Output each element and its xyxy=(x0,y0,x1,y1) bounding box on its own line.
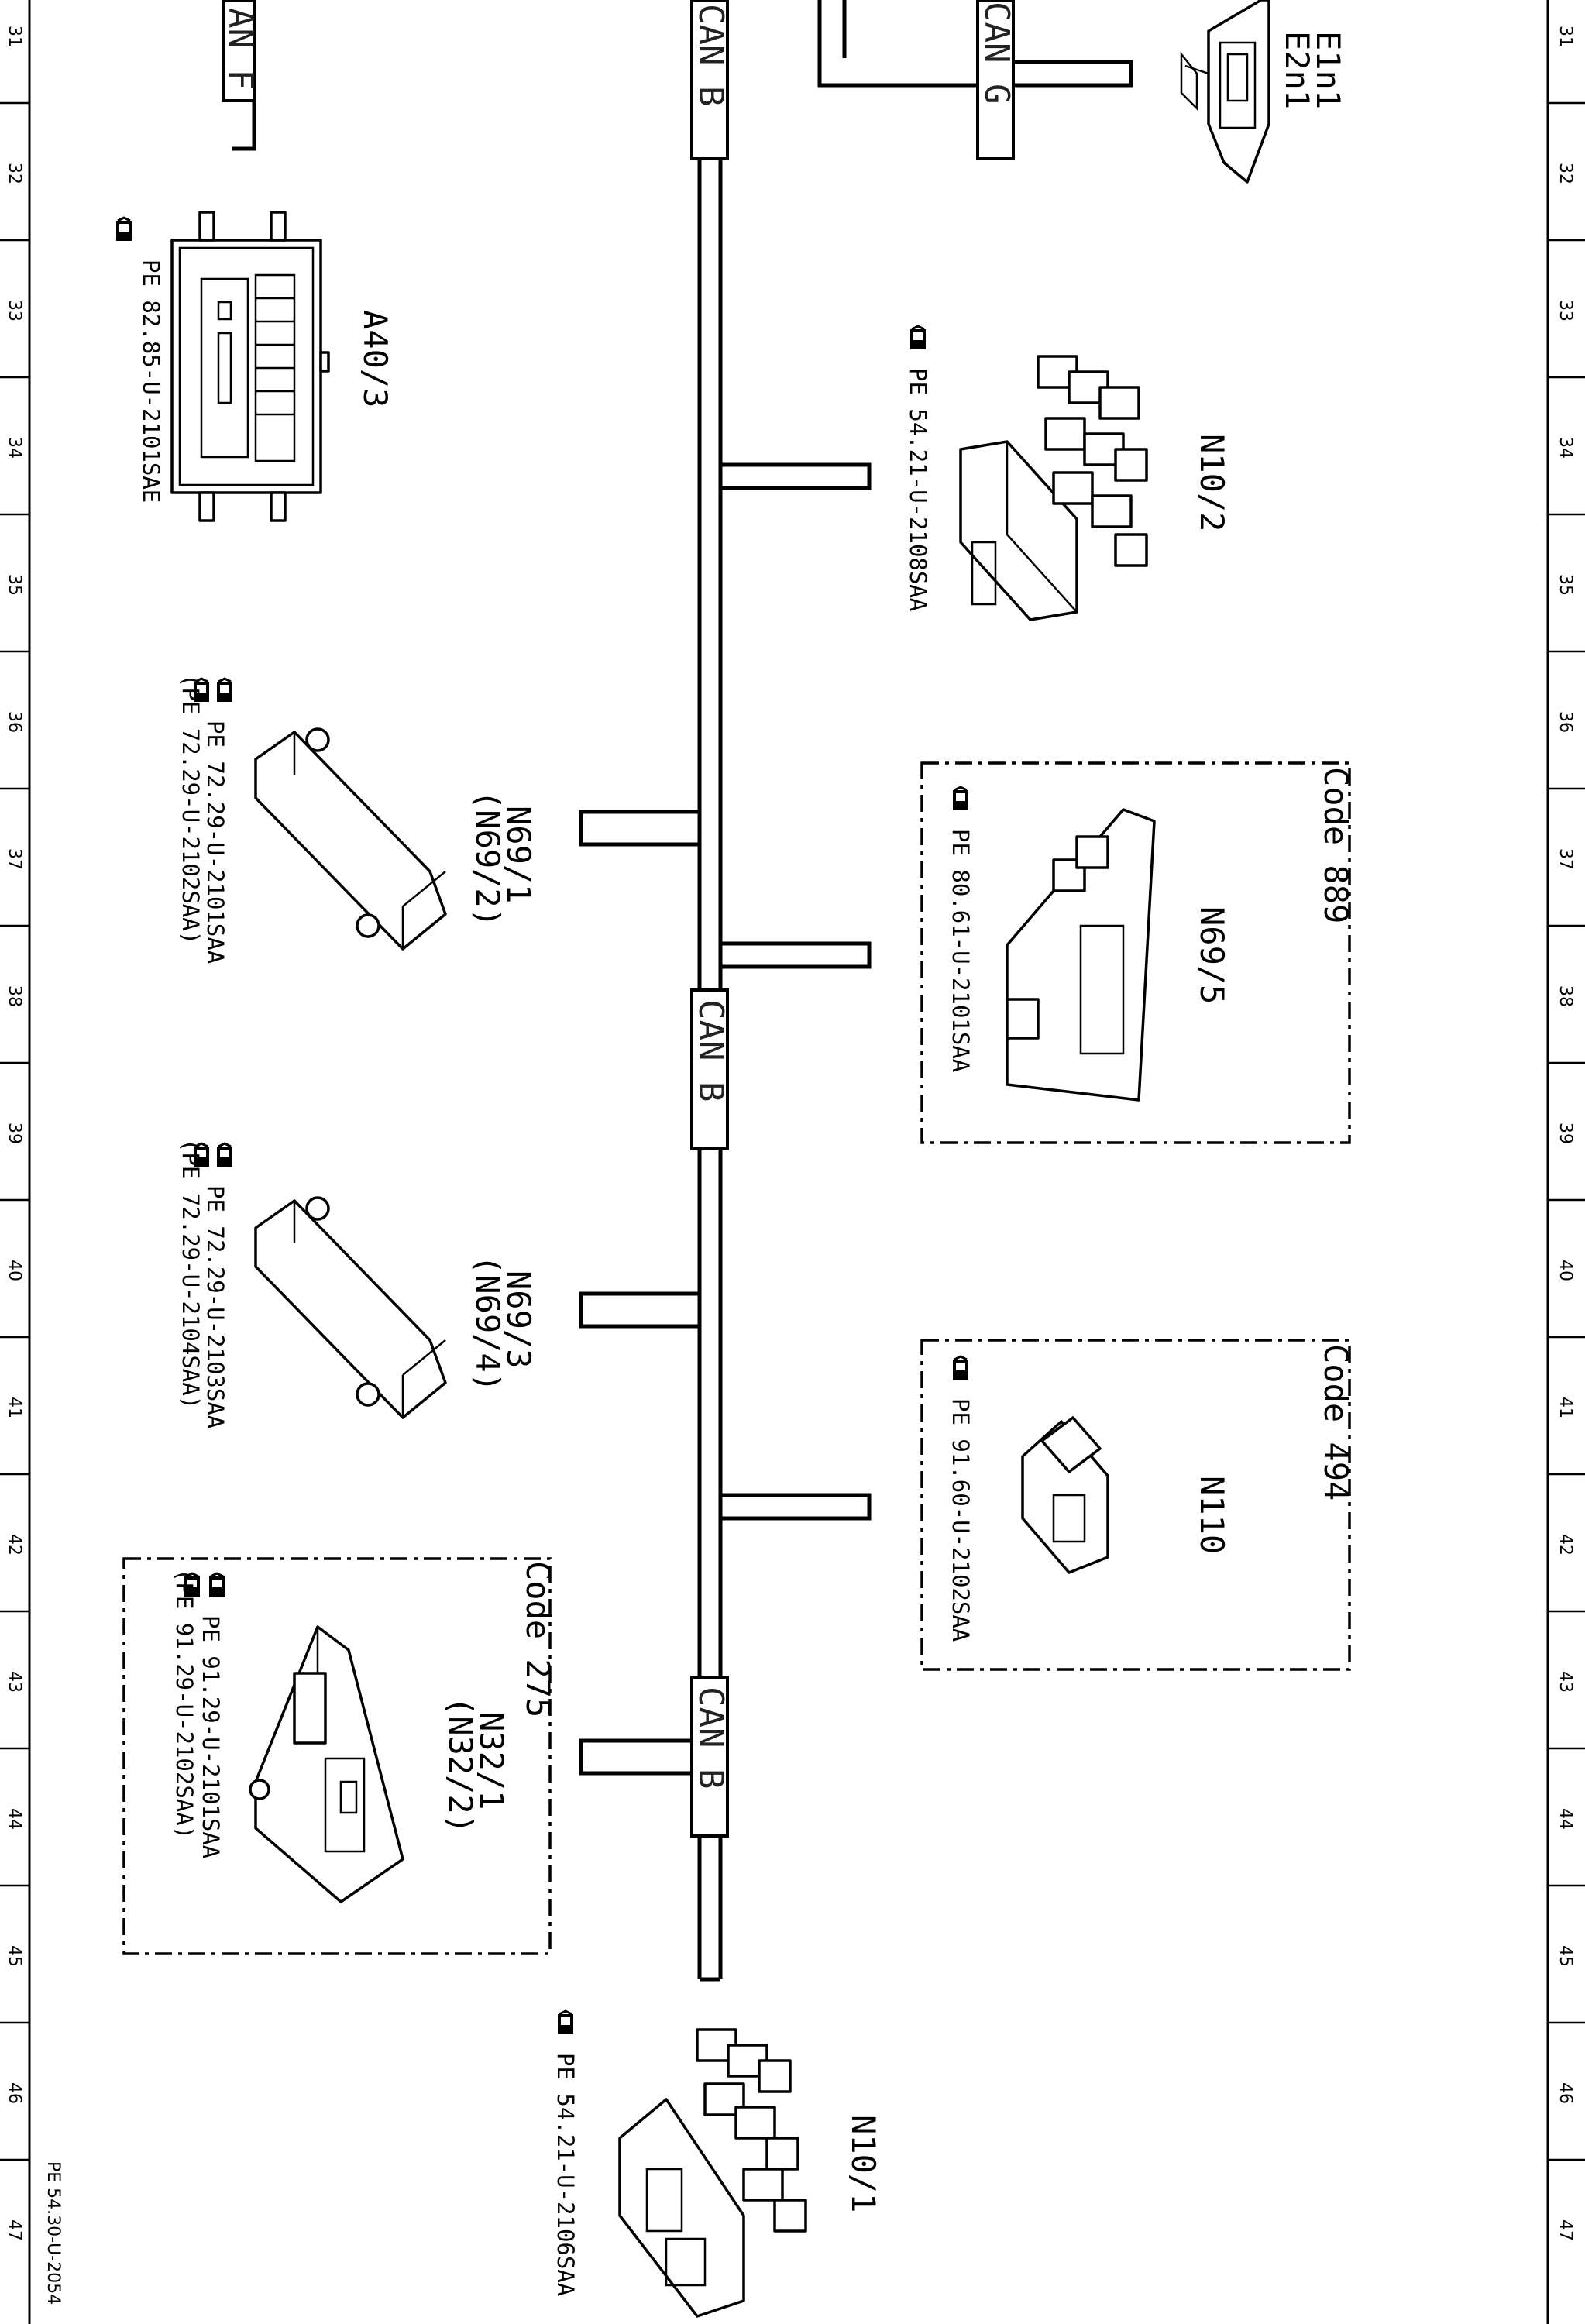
n69-1-label: N69/1 xyxy=(500,806,538,903)
grid-column-right-33: 33 xyxy=(1556,300,1575,321)
n69-3-label: N69/3 xyxy=(500,1270,538,1368)
n110-option-box xyxy=(920,1339,1351,1671)
component-n69-1: N69/1 (N69/2) PE 72.29-U-2101SAA (PE 72.… xyxy=(177,674,538,964)
n32-1-ref-2: (PE 91.29-U-2102SAA) xyxy=(171,1569,198,1839)
component-n110: Code 494 N110 PE 91.60-U-2102SAA xyxy=(920,1339,1355,1671)
n110-label: N110 xyxy=(1193,1476,1231,1554)
grid-column-left-47: 47 xyxy=(5,2219,24,2241)
grid-column-left-42: 42 xyxy=(5,1534,24,1556)
n69-3-module-drawing xyxy=(254,1196,447,1419)
n110-code: Code 494 xyxy=(1317,1344,1355,1501)
component-n32-1: Code 275 N32/1 (N32/2) PE 91.29-U-2101SA… xyxy=(122,1557,557,1955)
grid-column-left-33: 33 xyxy=(5,300,24,321)
n110-module-drawing xyxy=(1021,1416,1109,1574)
n69-1-ref-1: PE 72.29-U-2101SAA xyxy=(202,720,229,964)
grid-column-left-43: 43 xyxy=(5,1671,24,1693)
n32-1-code: Code 275 xyxy=(519,1561,557,1717)
component-e1n1: E1n1 E2n1 xyxy=(1180,0,1347,184)
grid-column-left-37: 37 xyxy=(5,848,24,870)
can-f-bus: AN F xyxy=(221,0,260,151)
n69-1-module-drawing xyxy=(254,727,447,951)
n10-1-ref: PE 54.21-U-2106SAA xyxy=(552,2053,579,2296)
grid-column-right-42: 42 xyxy=(1556,1534,1575,1556)
can-b-label-3: CAN B xyxy=(691,1686,731,1789)
n69-5-option-box xyxy=(920,761,1351,1144)
grid-column-left-35: 35 xyxy=(5,574,24,596)
grid-column-left-39: 39 xyxy=(5,1122,24,1144)
grid-column-right-32: 32 xyxy=(1556,163,1575,184)
grid-column-left-38: 38 xyxy=(5,985,24,1007)
n69-3-ref-1: PE 72.29-U-2103SAA xyxy=(202,1185,229,1428)
can-g-label: CAN G xyxy=(977,2,1016,104)
component-n69-5: Code 889 N69/5 PE 80.61-U-2101SAA xyxy=(920,761,1355,1144)
n69-5-module-drawing xyxy=(1006,808,1156,1102)
a40-3-module-drawing xyxy=(170,211,330,522)
grid-column-right-45: 45 xyxy=(1556,1945,1575,1967)
a40-3-ref: PE 82.85-U-2101SAE xyxy=(138,260,164,503)
n69-1-ref-2: (PE 72.29-U-2102SAA) xyxy=(177,674,204,944)
n110-ref: PE 91.60-U-2102SAA xyxy=(947,1398,974,1642)
grid-column-right-36: 36 xyxy=(1556,711,1575,733)
grid-column-right-35: 35 xyxy=(1556,574,1575,596)
can-f-label: AN F xyxy=(221,8,260,90)
component-n10-1: N10/1 PE 54.21-U-2106SAA xyxy=(552,2009,882,2318)
grid-column-right-41: 41 xyxy=(1556,1397,1575,1418)
grid-column-right-43: 43 xyxy=(1556,1671,1575,1693)
grid-column-left-32: 32 xyxy=(5,163,24,184)
grid-column-left-41: 41 xyxy=(5,1397,24,1418)
grid-column-right-47: 47 xyxy=(1556,2219,1575,2241)
e1n1-label: E1n1 xyxy=(1309,31,1347,109)
component-a40-3: A40/3 PE 82.85-U-2101SAE xyxy=(115,211,394,522)
n69-5-label: N69/5 xyxy=(1193,906,1231,1004)
n10-1-module-drawing xyxy=(618,2028,807,2318)
grid-column-left-36: 36 xyxy=(5,711,24,733)
n69-3-ref-2: (PE 72.29-U-2104SAA) xyxy=(177,1139,204,1409)
grid-column-left-40: 40 xyxy=(5,1260,24,1281)
n10-2-label: N10/2 xyxy=(1193,434,1231,531)
can-g-bus: CAN G xyxy=(817,0,1133,160)
grid-column-right-34: 34 xyxy=(1556,437,1575,459)
n32-1-alt-label: (N32/2) xyxy=(442,1697,480,1834)
n32-1-option-box xyxy=(122,1557,552,1955)
grid-column-right-39: 39 xyxy=(1556,1122,1575,1144)
can-b-label-2: CAN B xyxy=(691,999,731,1102)
n10-1-label: N10/1 xyxy=(844,2115,882,2212)
n10-2-module-drawing xyxy=(959,355,1148,621)
document-reference: PE 54.30-U-2054 xyxy=(43,2161,63,2305)
component-n10-2: N10/2 PE 54.21-U-2108SAA xyxy=(905,325,1231,621)
grid-column-left-44: 44 xyxy=(5,1808,24,1830)
grid-column-left-46: 46 xyxy=(5,2082,24,2104)
grid-column-right-37: 37 xyxy=(1556,848,1575,870)
n69-5-ref: PE 80.61-U-2101SAA xyxy=(947,829,974,1072)
grid-column-right-31: 31 xyxy=(1556,26,1575,47)
n69-1-alt-label: (N69/2) xyxy=(469,790,507,927)
grid-column-right-46: 46 xyxy=(1556,2082,1575,2104)
can-b-label-1: CAN B xyxy=(691,4,731,106)
grid-column-left-31: 31 xyxy=(5,26,24,47)
n32-1-module-drawing xyxy=(249,1625,404,1903)
e2n1-label: E2n1 xyxy=(1278,31,1316,109)
a40-3-label: A40/3 xyxy=(356,310,394,407)
grid-column-right-40: 40 xyxy=(1556,1260,1575,1281)
n32-1-label: N32/1 xyxy=(473,1712,511,1810)
n10-2-ref: PE 54.21-U-2108SAA xyxy=(905,368,931,611)
grid-column-right-44: 44 xyxy=(1556,1808,1575,1830)
e1n1-module-drawing xyxy=(1180,0,1270,184)
grid-column-left-45: 45 xyxy=(5,1945,24,1967)
grid-column-right-38: 38 xyxy=(1556,985,1575,1007)
component-n69-3: N69/3 (N69/4) PE 72.29-U-2103SAA (PE 72.… xyxy=(177,1139,538,1428)
can-b-trunk: CAN B CAN B CAN B xyxy=(579,0,872,1982)
grid-column-left-34: 34 xyxy=(5,437,24,459)
n32-1-ref-1: PE 91.29-U-2101SAA xyxy=(198,1615,224,1858)
n69-5-code: Code 889 xyxy=(1317,767,1355,923)
n69-3-alt-label: (N69/4) xyxy=(469,1255,507,1392)
